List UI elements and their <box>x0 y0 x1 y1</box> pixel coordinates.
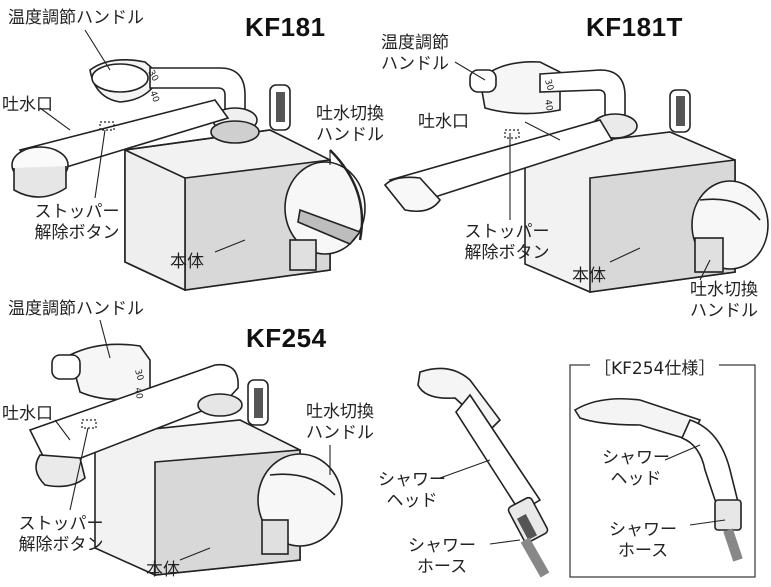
faucet-kf181 <box>11 59 366 292</box>
shower-hose-line1: シャワー <box>408 536 476 556</box>
kf254-stopper-line1: ストッパー <box>18 514 104 534</box>
faucet-kf181t <box>383 61 769 293</box>
kf181-switch-line1: 吐水切換 <box>316 104 384 124</box>
kf181-stopper-line1: ストッパー <box>34 202 120 222</box>
kf254-spec-box-title: ［KF254仕様］ <box>590 354 720 379</box>
kf254-switch-line2: ハンドル <box>306 423 374 443</box>
shower-head-label: シャワー ヘッド <box>372 470 452 512</box>
shower-hose-line2: ホース <box>416 557 468 577</box>
dial-mark-40-t: 40 <box>542 99 554 112</box>
faucet-kf254 <box>28 343 343 576</box>
shower-head-line2: ヘッド <box>386 491 438 511</box>
kf181-body-label: 本体 <box>170 252 204 272</box>
kf181t-stopper-line1: ストッパー <box>464 222 550 242</box>
kf181t-switch-line1: 吐水切換 <box>690 280 758 300</box>
kf181t-stopper-label: ストッパー 解除ボタン <box>452 222 562 264</box>
kf254-spout-label: 吐水口 <box>2 404 53 424</box>
dial-mark-30-t: 30 <box>542 78 555 92</box>
box-shower-hose-line2: ホース <box>617 541 669 561</box>
kf181t-switch-line2: ハンドル <box>690 301 758 321</box>
kf181t-temp-line2: ハンドル <box>381 54 449 74</box>
model-kf181-title: KF181 <box>245 12 326 42</box>
kf254-temp-handle-label: 温度調節ハンドル <box>8 299 144 319</box>
box-shower-hose-line1: シャワー <box>609 520 677 540</box>
kf254-body-label: 本体 <box>146 560 180 580</box>
box-shower-head-line2: ヘッド <box>610 469 662 489</box>
kf181t-temp-handle-label: 温度調節 ハンドル <box>372 33 458 75</box>
kf181-switch-handle-label: 吐水切換 ハンドル <box>310 104 390 146</box>
dial-mark-40-254: 40 <box>132 387 144 400</box>
box-shower-hose-label: シャワー ホース <box>603 520 683 562</box>
kf254-shower-head <box>573 397 743 562</box>
box-shower-head-label: シャワー ヘッド <box>596 448 676 490</box>
kf181t-stopper-line2: 解除ボタン <box>464 243 550 263</box>
shower-head-line1: シャワー <box>378 470 446 490</box>
kf254-stopper-label: ストッパー 解除ボタン <box>6 514 116 556</box>
box-shower-head-line1: シャワー <box>602 448 670 468</box>
kf181-switch-line2: ハンドル <box>316 125 384 145</box>
dial-mark-40: 40 <box>147 90 160 104</box>
shower-head-and-hose <box>417 367 550 578</box>
leader-lines <box>39 29 726 561</box>
kf181t-spout-label: 吐水口 <box>418 112 469 132</box>
kf181-spout-label: 吐水口 <box>2 95 53 115</box>
kf254-stopper-line2: 解除ボタン <box>18 535 104 555</box>
dial-mark-30-254: 30 <box>132 368 145 382</box>
kf181t-switch-handle-label: 吐水切換 ハンドル <box>680 280 768 322</box>
kf254-switch-line1: 吐水切換 <box>306 402 374 422</box>
model-kf254-title: KF254 <box>246 323 327 353</box>
shower-hose-label: シャワー ホース <box>402 536 482 578</box>
kf181-stopper-label: ストッパー 解除ボタン <box>22 202 132 244</box>
kf181-temp-handle-label: 温度調節ハンドル <box>8 8 144 28</box>
kf254-switch-handle-label: 吐水切換 ハンドル <box>296 402 384 444</box>
kf181t-temp-line1: 温度調節 <box>381 33 449 53</box>
kf181-stopper-line2: 解除ボタン <box>34 223 120 243</box>
model-kf181t-title: KF181T <box>586 12 683 42</box>
kf181t-body-label: 本体 <box>572 266 606 286</box>
